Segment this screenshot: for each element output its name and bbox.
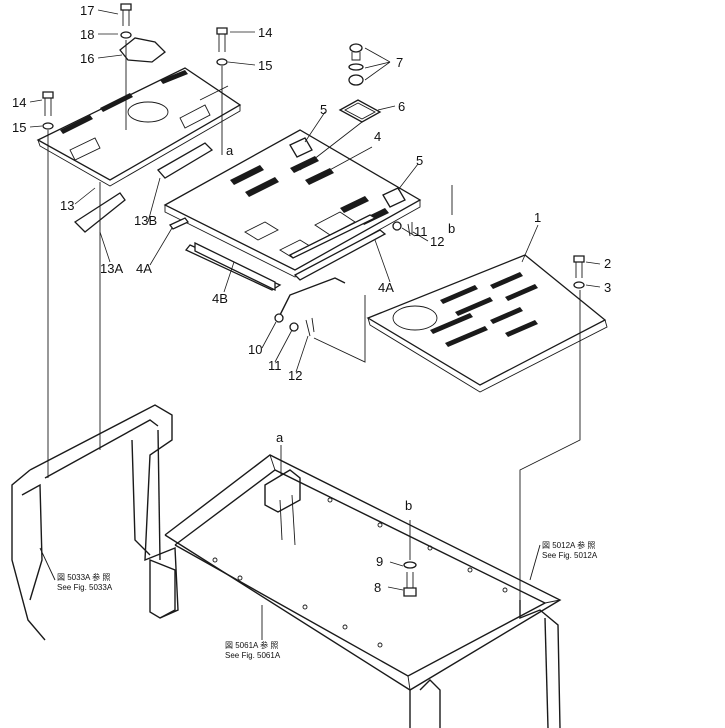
callout-16: 16: [80, 51, 94, 66]
callout-5-mid: 5: [416, 153, 423, 168]
ref-5033a-line1: 図 5033A 参 照: [57, 572, 110, 582]
ref-5061a-line1: 図 5061A 参 照: [225, 640, 278, 650]
callout-6: 6: [398, 99, 405, 114]
callout-10: 10: [248, 342, 262, 357]
callout-1: 1: [534, 210, 541, 225]
callout-14-left: 14: [12, 95, 26, 110]
callout-3: 3: [604, 280, 611, 295]
callout-7: 7: [396, 55, 403, 70]
callout-5-top: 5: [320, 102, 327, 117]
callout-11-upper: 11: [414, 224, 428, 239]
cab-frame: [11, 404, 562, 728]
callout-4: 4: [374, 129, 381, 144]
bolt-14-15-top: [216, 27, 228, 155]
callout-13: 13: [60, 198, 74, 213]
item-11-12-fasteners: [274, 221, 413, 363]
item-5-clips: [289, 137, 406, 208]
callout-15-left: 15: [12, 120, 26, 135]
callout-18: 18: [80, 27, 94, 42]
callout-8: 8: [374, 580, 381, 595]
callout-4a-left: 4A: [136, 261, 152, 276]
figure-references: 図 5033A 参 照 See Fig. 5033A 図 5061A 参 照 S…: [57, 540, 598, 660]
plate-1: [366, 254, 608, 393]
item-13b-handle: [156, 142, 214, 179]
ref-5012a-line2: See Fig. 5012A: [542, 551, 598, 560]
bolt-17-18: [120, 3, 132, 130]
bolt-8-9: [403, 561, 417, 597]
callout-2: 2: [604, 256, 611, 271]
item-16-cap: [119, 37, 166, 63]
leaders: [29, 9, 601, 591]
callout-11-lower: 11: [268, 358, 282, 373]
callout-12-upper: 12: [430, 234, 444, 249]
item-6-grommet: [299, 99, 382, 171]
bolt-14-15-left: [42, 91, 54, 478]
callout-12-lower: 12: [288, 368, 302, 383]
panel-4: [163, 129, 422, 316]
callout-b-upper: b: [448, 221, 455, 236]
callout-9: 9: [376, 554, 383, 569]
callout-a-upper: a: [226, 143, 234, 158]
callout-15-top: 15: [258, 58, 272, 73]
callout-4a-right: 4A: [378, 280, 394, 295]
ref-5012a-line1: 図 5012A 参 照: [542, 540, 595, 550]
callout-4b: 4B: [212, 291, 228, 306]
callout-b-lower: b: [405, 498, 412, 513]
assembly-lines: [39, 182, 581, 640]
ref-5061a-line2: See Fig. 5061A: [225, 651, 281, 660]
callout-a-lower: a: [276, 430, 284, 445]
callout-13a: 13A: [100, 261, 123, 276]
cover-13: [36, 67, 242, 187]
callout-17: 17: [80, 3, 94, 18]
item-7-bolts: [348, 43, 364, 86]
callout-13b: 13B: [134, 213, 157, 228]
callout-labels: 17 18 16 14 15 14 15 13 13A 13B 4A 4B a …: [12, 3, 611, 595]
ref-5033a-line2: See Fig. 5033A: [57, 583, 113, 592]
bolt-2-3: [573, 255, 585, 289]
callout-14-top: 14: [258, 25, 272, 40]
